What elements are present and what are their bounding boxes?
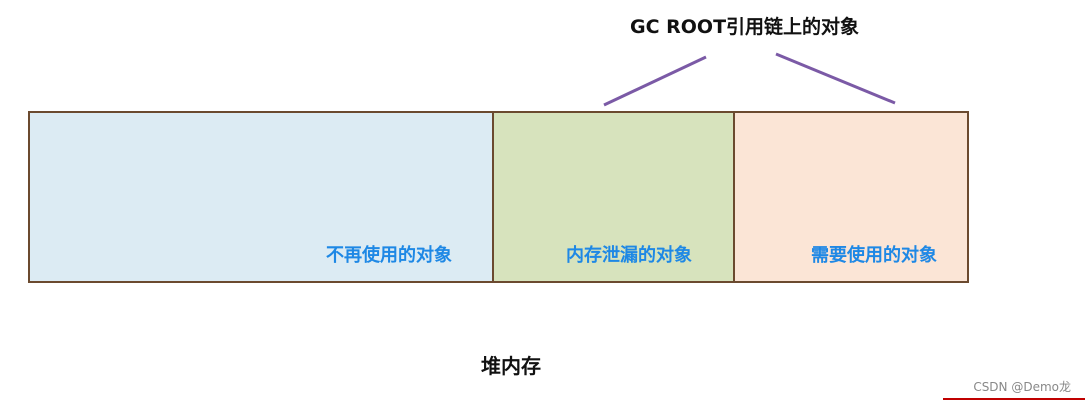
needed-objects-region: 需要使用的对象 bbox=[733, 111, 969, 283]
needed-objects-label: 需要使用的对象 bbox=[811, 245, 937, 266]
watermark-underline bbox=[943, 398, 1085, 400]
unused-objects-label: 不再使用的对象 bbox=[326, 245, 452, 266]
leaked-objects-label: 内存泄漏的对象 bbox=[566, 245, 692, 266]
heap-memory-label: 堆内存 bbox=[481, 354, 541, 378]
leaked-objects-region: 内存泄漏的对象 bbox=[492, 111, 735, 283]
watermark: CSDN @Demo龙 bbox=[973, 380, 1071, 394]
connector-right bbox=[775, 52, 896, 105]
connector-left bbox=[603, 55, 707, 107]
gc-root-title: GC ROOT引用链上的对象 bbox=[630, 16, 860, 38]
unused-objects-region: 不再使用的对象 bbox=[28, 111, 494, 283]
